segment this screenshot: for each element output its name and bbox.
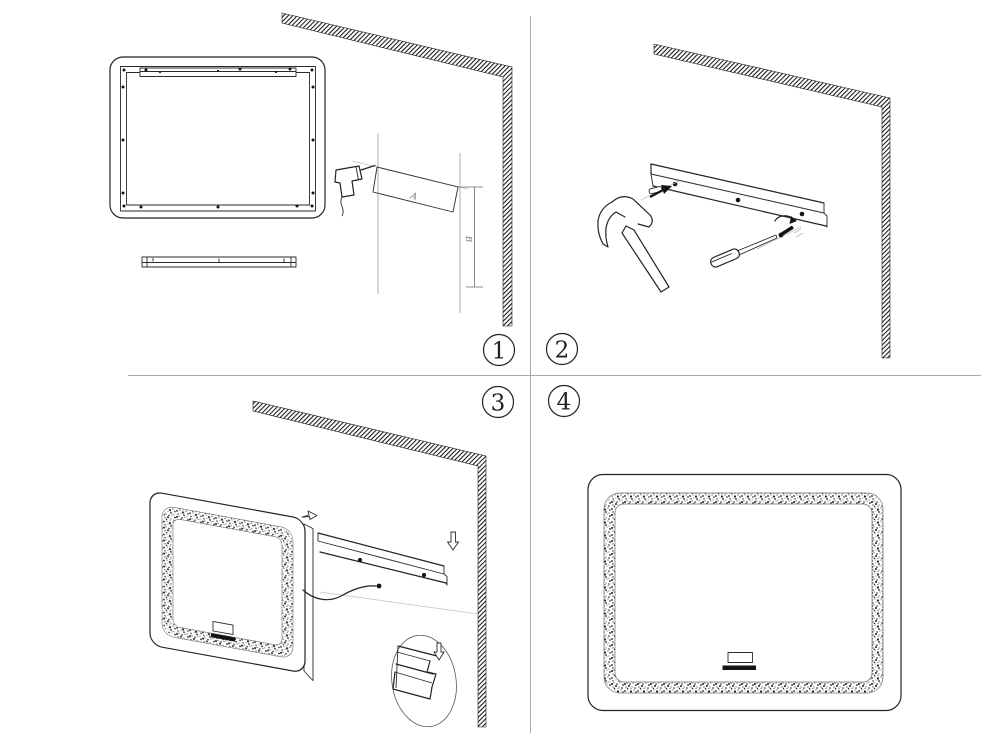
mirror-back <box>109 56 326 219</box>
step-2-marker: 2 <box>545 332 579 366</box>
wall <box>653 43 891 359</box>
led-border <box>604 493 883 693</box>
right-arrow-icon <box>301 510 318 520</box>
mounting-strip <box>650 163 828 228</box>
mounting-strip <box>317 532 479 615</box>
dimension-b-label: B <box>463 235 473 242</box>
sensor-switch <box>211 620 235 642</box>
step-1-marker: 1 <box>482 333 516 367</box>
step-4-marker: 4 <box>547 384 581 418</box>
step-2-number: 2 <box>555 337 570 363</box>
hammer-icon <box>597 196 670 293</box>
drilling-layout: A B <box>351 133 483 313</box>
panel-dividers <box>128 16 981 733</box>
led-border <box>162 507 293 657</box>
screwdriver-icon <box>710 226 802 268</box>
down-arrow-icon <box>433 642 445 661</box>
dimension-a-label: A <box>408 191 418 203</box>
power-cord <box>302 583 382 601</box>
rotation-arrow-icon <box>774 215 797 224</box>
strip-outline-sketch <box>372 166 459 213</box>
mirror-back-rail <box>139 67 297 77</box>
frame-screws <box>121 67 315 209</box>
panel-step-2: 2 <box>545 43 891 366</box>
mounting-strip <box>141 256 297 268</box>
panel-step-4: 4 <box>547 384 902 712</box>
step-3-number: 3 <box>491 390 506 416</box>
step-4-number: 4 <box>557 389 572 415</box>
sensor-switch <box>722 652 756 670</box>
panel-step-3: 3 <box>149 385 515 728</box>
step-1-number: 1 <box>492 338 507 364</box>
cleat-detail-circle <box>391 634 457 728</box>
down-arrow-icon <box>447 531 459 551</box>
mirror-front <box>587 473 902 712</box>
wall-anchor-icon <box>640 180 680 201</box>
mirror-perspective <box>149 492 314 682</box>
screw-icon <box>778 225 804 238</box>
power-drill-icon <box>334 164 376 217</box>
wall <box>252 400 487 728</box>
wall <box>281 12 513 327</box>
step-3-marker: 3 <box>481 385 515 419</box>
panel-step-1: A B 1 <box>109 12 516 367</box>
